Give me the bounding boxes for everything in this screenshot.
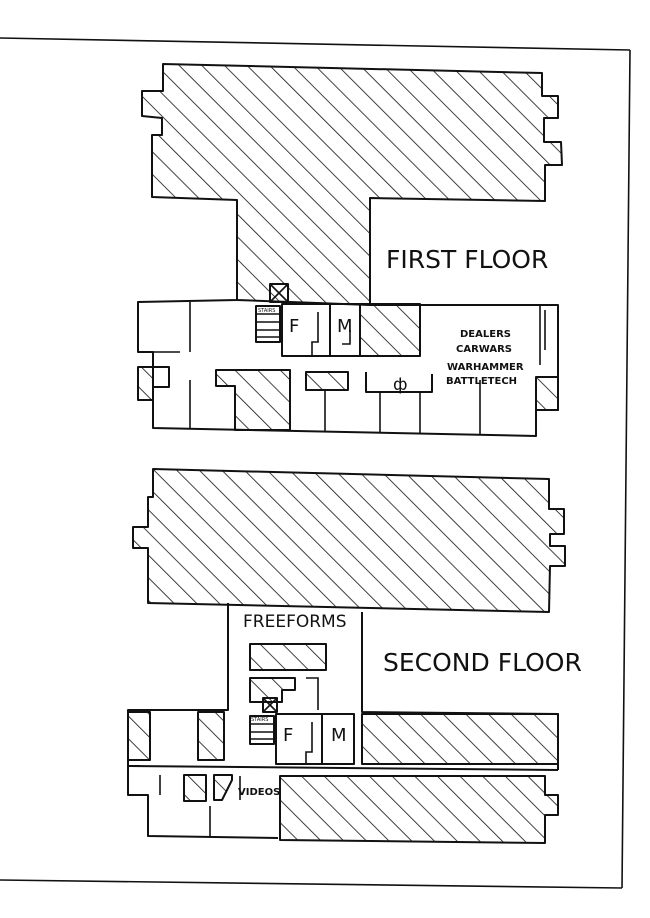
second-floor-hatched-east xyxy=(361,713,559,765)
second-floor-restroom-m: M xyxy=(331,725,347,746)
second-floor-restroom-m-room xyxy=(321,713,355,765)
first-floor-restroom-f: F xyxy=(289,316,299,337)
first-floor-main-hall xyxy=(141,63,563,306)
second-floor-hatched-south-1 xyxy=(183,774,207,802)
second-floor-hatched-south-2 xyxy=(213,774,233,801)
second-floor-elevator xyxy=(262,697,278,713)
first-floor-restroom-m: M xyxy=(337,316,353,337)
second-floor-plan xyxy=(127,468,566,844)
first-floor-stairs-label: STAIRS xyxy=(258,308,275,314)
second-floor-videos-label: VIDEOS xyxy=(238,787,280,798)
second-floor-freeforms-room xyxy=(249,643,327,671)
page-frame xyxy=(0,37,631,889)
second-floor-freeforms-label: FREEFORMS xyxy=(243,612,347,632)
first-floor-stairs xyxy=(255,305,281,343)
second-floor-hatched-west-1 xyxy=(127,711,151,761)
first-floor-elevator xyxy=(269,283,289,303)
first-floor-hatched-east xyxy=(535,376,559,411)
second-floor-stairs-label: STAIRS xyxy=(251,717,268,723)
room-label-dealers: DEALERS xyxy=(460,329,511,340)
first-floor-hatched-west xyxy=(137,366,154,401)
first-floor-title: FIRST FLOOR xyxy=(386,245,548,274)
second-floor-title: SECOND FLOOR xyxy=(383,648,582,677)
second-floor-main-hall xyxy=(132,468,566,613)
first-floor-outer-wall xyxy=(137,268,559,437)
first-floor-hatched-south-2 xyxy=(305,371,349,391)
first-floor-hatched-south-1 xyxy=(215,369,291,431)
first-floor-hatched-room xyxy=(359,303,421,357)
second-floor-stairs xyxy=(249,715,275,745)
second-floor-hatched-west-2 xyxy=(197,711,225,761)
second-floor-restroom-f: F xyxy=(283,725,293,746)
room-label-warhammer: WARHAMMER xyxy=(447,362,524,373)
first-floor-phone-icon: ф xyxy=(393,375,408,395)
room-label-battletech: BATTLETECH xyxy=(446,376,517,387)
first-floor-plan xyxy=(137,63,563,437)
second-floor-hatched-corridor xyxy=(249,677,296,703)
second-floor-hatched-south-3 xyxy=(279,775,559,844)
room-label-carwars: CARWARS xyxy=(456,344,512,355)
